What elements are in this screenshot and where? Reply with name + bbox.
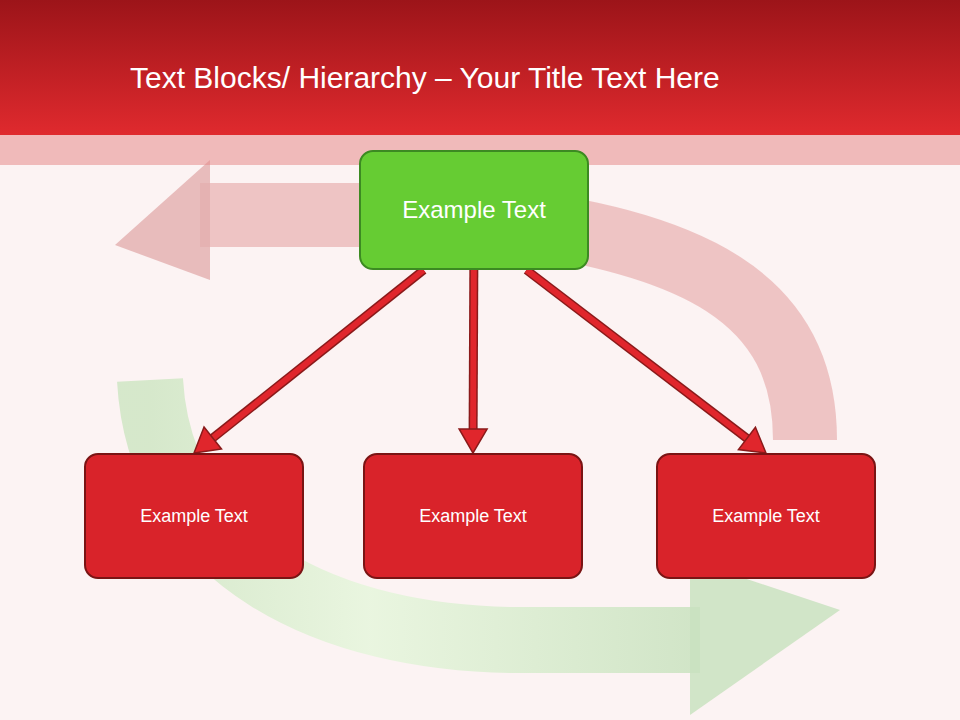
arrow-outline bbox=[469, 270, 479, 429]
hierarchy-arrow bbox=[194, 270, 424, 453]
arrow-head bbox=[738, 427, 766, 453]
box-label: Example Text bbox=[140, 506, 248, 527]
child-box: Example Text bbox=[656, 453, 876, 579]
arrow-shaft bbox=[470, 270, 477, 429]
arrow-shaft bbox=[527, 270, 747, 438]
arrow-head bbox=[194, 427, 221, 453]
curved-arrow-head bbox=[115, 160, 210, 280]
arrow-shaft bbox=[213, 270, 424, 438]
box-label: Example Text bbox=[712, 506, 820, 527]
box-label: Example Text bbox=[402, 196, 546, 224]
box-label: Example Text bbox=[419, 506, 527, 527]
header-bar bbox=[0, 0, 960, 135]
child-box: Example Text bbox=[84, 453, 304, 579]
arrow-head bbox=[459, 429, 487, 453]
arrow-outline bbox=[527, 270, 747, 438]
hierarchy-arrow bbox=[527, 270, 766, 453]
arrow-outline bbox=[213, 270, 424, 438]
hierarchy-arrow bbox=[459, 270, 487, 453]
child-box: Example Text bbox=[363, 453, 583, 579]
curved-arrow-head bbox=[690, 560, 840, 715]
top-box: Example Text bbox=[359, 150, 589, 270]
slide-title: Text Blocks/ Hierarchy – Your Title Text… bbox=[130, 50, 720, 106]
